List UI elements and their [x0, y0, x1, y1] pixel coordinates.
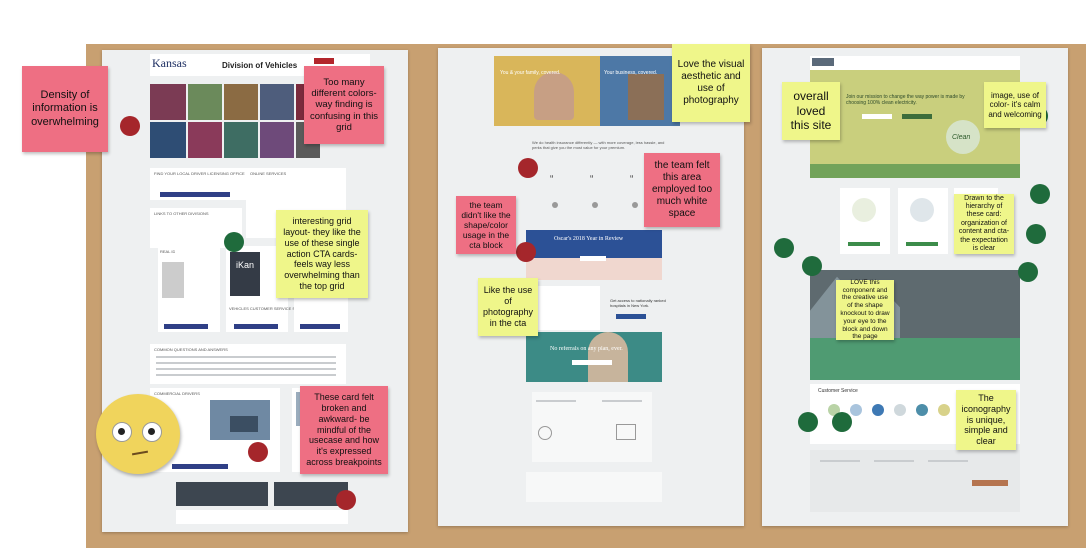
sticky-note-colors: Too many different colors- way finding i… — [304, 66, 384, 144]
red-dot-sticker — [248, 442, 268, 462]
cork-board: Kansas Division of Vehicles FIND YOUR LO… — [86, 44, 1086, 548]
commercial-button — [172, 464, 228, 469]
green-dot-sticker — [802, 256, 822, 276]
hero-button-1 — [862, 114, 892, 119]
hero-photo-worker — [628, 74, 664, 120]
real-id-heading: REAL ID — [160, 249, 176, 254]
service-icon — [938, 404, 950, 416]
sticky-note-broken: These card felt broken and awkward- be m… — [300, 386, 388, 474]
sticky-note-whitespace: the team felt this area employed too muc… — [644, 153, 720, 227]
service-icon — [894, 404, 906, 416]
referrals-title: No referrals on any plan, ever. — [550, 346, 623, 352]
sticky-note-loved: overall loved this site — [782, 82, 840, 140]
sticky-note-density: Density of information is overwhelming — [22, 66, 108, 152]
hero-photo-person — [534, 72, 574, 120]
survey-button — [234, 324, 278, 329]
sticky-note-shape: the team didn't like the shape/color usa… — [456, 196, 516, 254]
intro-text: We do health insurance differently — wit… — [532, 140, 665, 150]
footer — [176, 510, 348, 524]
hero-strip — [810, 164, 1020, 178]
sticky-note-iconography: The iconography is unique, simple and cl… — [956, 390, 1016, 450]
footer-button — [972, 480, 1008, 486]
red-dot-sticker — [516, 242, 536, 262]
faq-card — [150, 344, 346, 384]
year-review-title: Oscar's 2018 Year in Review — [554, 236, 624, 242]
card-button — [300, 324, 340, 329]
footer-banner-left — [176, 482, 268, 506]
red-dot-sticker — [518, 158, 538, 178]
year-review-banner — [526, 230, 662, 258]
hero-button-2 — [902, 114, 932, 119]
hero-right-text: Your business, covered. — [604, 70, 658, 76]
sticky-note-grid: interesting grid layout- they like the u… — [276, 210, 368, 298]
flushed-face-emoji-sticker — [96, 394, 180, 474]
page-title: Division of Vehicles — [222, 61, 298, 70]
header-bar — [810, 56, 1020, 70]
green-dot-sticker — [1026, 224, 1046, 244]
year-review-shape — [526, 258, 662, 280]
card-2-button — [906, 242, 938, 246]
green-band — [810, 338, 1020, 380]
green-dot-sticker — [224, 232, 244, 252]
green-dot-sticker — [798, 412, 818, 432]
green-dot-sticker — [774, 238, 794, 258]
find-office-heading: FIND YOUR LOCAL DRIVER LICENSING OFFICE — [154, 171, 245, 176]
header-button — [314, 58, 334, 64]
printout-oscar: You & your family, covered. Your busines… — [438, 48, 744, 526]
service-icon — [916, 404, 928, 416]
links-heading: LINKS TO OTHER DIVISIONS — [154, 211, 209, 216]
green-dot-sticker — [832, 412, 852, 432]
access-button — [616, 314, 646, 319]
footer-banner-right — [274, 482, 348, 506]
find-office-button — [160, 192, 230, 197]
hero-left-text: You & your family, covered. — [500, 70, 561, 76]
online-services-heading: ONLINE SERVICES — [250, 171, 287, 176]
card-1-button — [848, 242, 880, 246]
testimonials-row: “ “ “ — [530, 170, 670, 208]
referrals-button — [572, 360, 612, 365]
service-color-grid — [150, 84, 320, 162]
app-section — [532, 392, 652, 462]
real-id-button — [164, 324, 208, 329]
footer — [526, 472, 662, 502]
kansas-logo: Kansas — [152, 56, 187, 70]
red-dot-sticker — [120, 116, 140, 136]
service-icon — [872, 404, 884, 416]
green-dot-sticker — [1030, 184, 1050, 204]
hospital-logos — [538, 286, 600, 330]
service-icon — [850, 404, 862, 416]
phone-image — [230, 252, 260, 296]
green-dot-sticker — [1018, 262, 1038, 282]
year-review-button — [580, 256, 606, 261]
clean-badge-text: Clean — [952, 134, 971, 141]
access-text: Get access to nationally ranked hospital… — [610, 298, 666, 308]
clean-badge — [946, 120, 980, 154]
referrals-photo — [588, 332, 628, 382]
sticky-note-hierarchy: Drawn to the hierarchy of these card: or… — [954, 194, 1014, 254]
ikan-logo: iKan — [236, 260, 255, 270]
customer-service-heading: Customer Service — [818, 388, 858, 394]
sticky-note-visual: Love the visual aesthetic and use of pho… — [672, 44, 750, 122]
sticky-note-photo-cta: Like the use of photography in the cta — [478, 278, 538, 336]
id-card-image — [162, 262, 184, 298]
hero-text: Join our mission to change the way power… — [846, 94, 965, 106]
sticky-note-image-color: image, use of color- it's calm and welco… — [984, 82, 1046, 128]
red-dot-sticker — [336, 490, 356, 510]
site-logo — [812, 58, 834, 66]
survey-heading: VEHICLES CUSTOMER SERVICE SURVEY — [229, 306, 309, 311]
faq-heading: COMMON QUESTIONS AND ANSWERS — [154, 347, 228, 352]
commercial-heading: COMMERCIAL DRIVERS — [154, 391, 200, 396]
sticky-note-component: LOVE this component and the creative use… — [836, 279, 894, 340]
